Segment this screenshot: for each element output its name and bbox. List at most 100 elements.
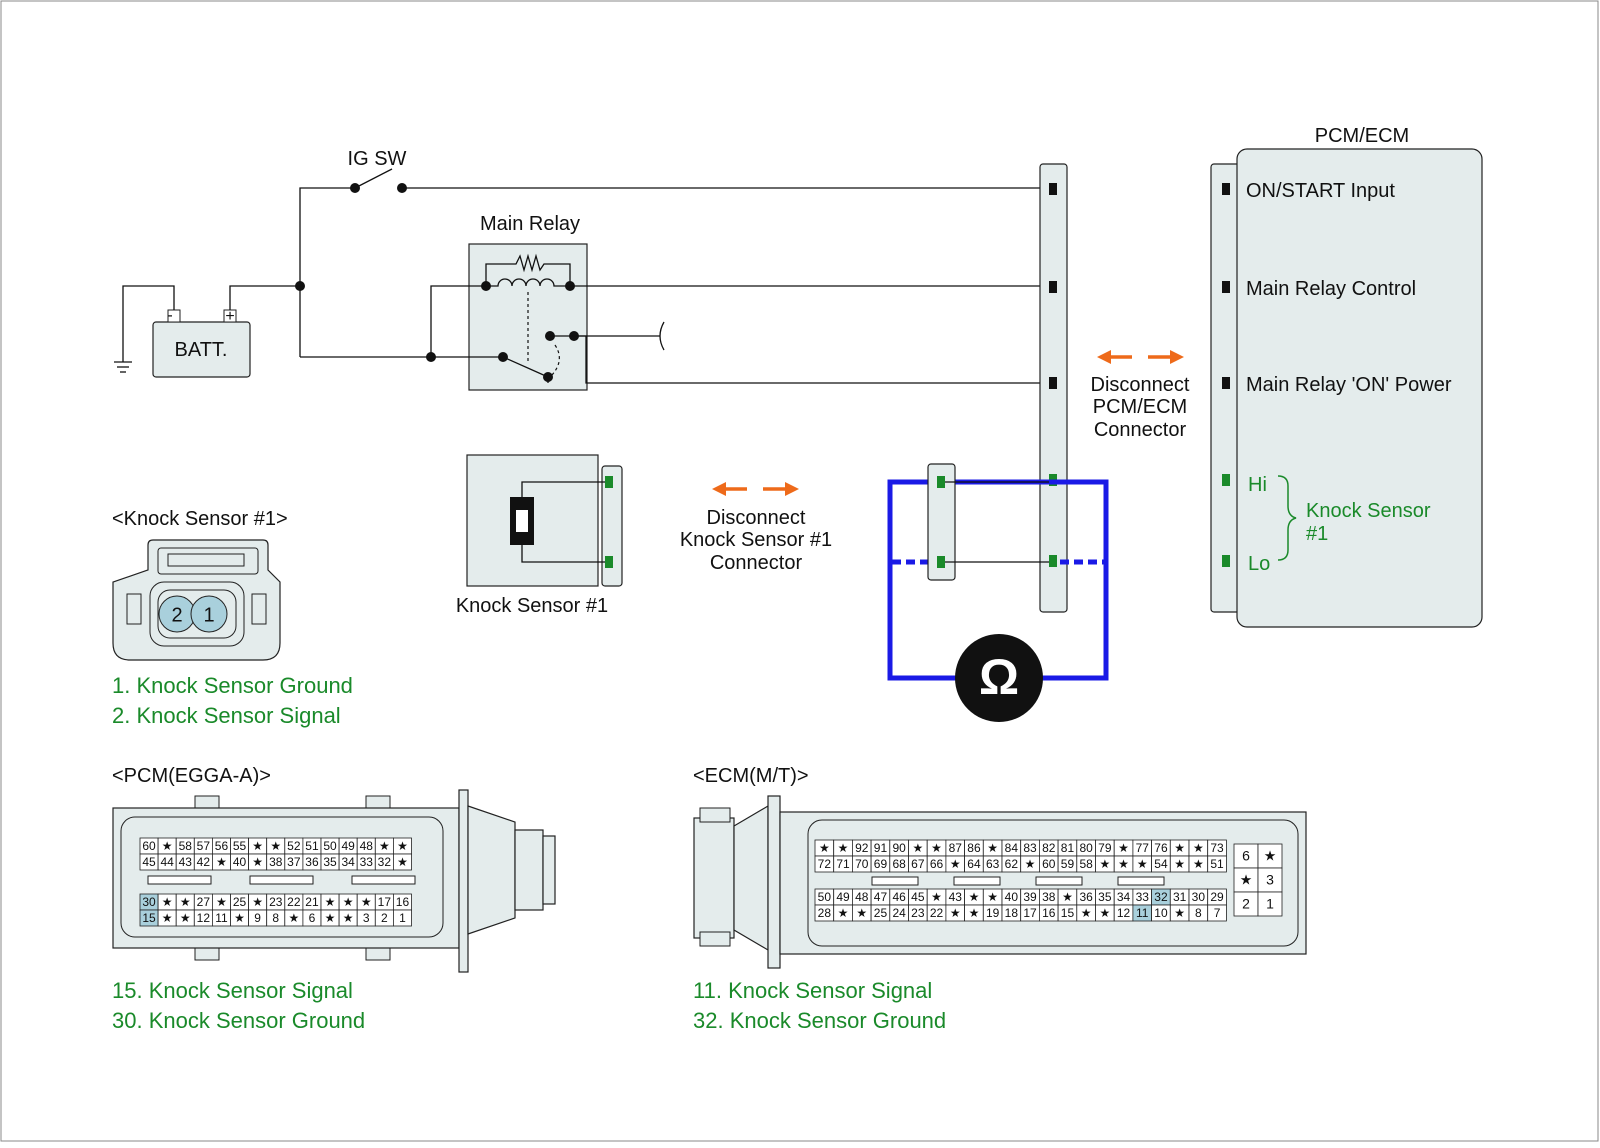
ecm-pin-label: 84	[1005, 841, 1019, 855]
pcm-pin-label: 33	[360, 855, 374, 869]
ecm-pin-label: 49	[836, 890, 850, 904]
pcm-pin-label: 3	[363, 911, 370, 925]
ecm-pin-label: 63	[986, 857, 1000, 871]
pcm-pin-label: 48	[360, 839, 374, 853]
disconnect-ks-line2: Knock Sensor #1	[680, 529, 832, 551]
ecm-pin-label: 87	[949, 841, 963, 855]
ecm-pin-label: 16	[1042, 906, 1056, 920]
pcm-pin-label: 60	[142, 839, 156, 853]
pcm-pin-cell	[392, 909, 412, 927]
pcm-pin-label: 22	[287, 895, 301, 909]
knock-pin-2: 2	[171, 604, 182, 626]
pcm-pin-label: 34	[341, 855, 355, 869]
ecm-pin-label: 33	[1136, 890, 1150, 904]
knock-sensor-number: #1	[1306, 523, 1328, 545]
ecm-pin-label: 12	[1117, 906, 1131, 920]
ecm-legend-1: 11. Knock Sensor Signal	[693, 978, 932, 1003]
ecm-pin-label: ★	[1174, 906, 1185, 920]
pcm-pin-label: 57	[197, 839, 211, 853]
ig-sw-label: IG SW	[348, 148, 407, 170]
main-relay-on-power-label: Main Relay 'ON' Power	[1246, 374, 1452, 396]
pcm-pin-label: ★	[379, 839, 390, 853]
pcm-pin-label: 25	[233, 895, 247, 909]
ecm-side-pin-cell	[1233, 867, 1259, 893]
pcm-pin-label: ★	[162, 911, 173, 925]
pcm-pin-label: 58	[179, 839, 193, 853]
ecm-pin-label: 25	[874, 906, 888, 920]
pcm-pin-label: ★	[343, 895, 354, 909]
pcm-pin-label: 9	[254, 911, 261, 925]
pcm-pin-label: 15	[142, 911, 156, 925]
ecm-pin-label: 86	[967, 841, 981, 855]
pcm-pin-label: 27	[197, 895, 211, 909]
knock-sensor-label: Knock Sensor	[1306, 500, 1431, 522]
hi-lo-brace	[1277, 475, 1297, 561]
ecm-side-pin-label: 3	[1266, 872, 1274, 888]
ecm-pin-label: 91	[874, 841, 888, 855]
ecm-pin-label: ★	[1025, 857, 1036, 871]
ecm-pin-label: 51	[1210, 857, 1224, 871]
lo-label: Lo	[1248, 553, 1270, 575]
pcm-pin-label: 55	[233, 839, 247, 853]
pcm-pin-label: 52	[287, 839, 301, 853]
ecm-pin-label: ★	[969, 906, 980, 920]
ecm-legend-2: 32. Knock Sensor Ground	[693, 1008, 946, 1033]
main-relay-control-label: Main Relay Control	[1246, 278, 1416, 300]
pcm-pin-label: ★	[216, 895, 227, 909]
pcm-pin-label: 44	[160, 855, 174, 869]
ecm-pin-cell	[1207, 904, 1227, 922]
disconnect-pcm-line3: Connector	[1094, 419, 1187, 441]
ecm-pin-label: 24	[892, 906, 906, 920]
ecm-pin-label: ★	[1193, 857, 1204, 871]
pcm-legend-1: 15. Knock Sensor Signal	[112, 978, 353, 1003]
ecm-side-pin-cell	[1257, 891, 1283, 917]
knock-sensor-device-label: Knock Sensor #1	[456, 595, 608, 617]
disconnect-ks-arrows: Disconnect Knock Sensor #1 Connector	[680, 482, 832, 574]
pcm-pin-label: ★	[325, 895, 336, 909]
knock-pin-1: 1	[203, 604, 214, 626]
pcm-pin-label: ★	[216, 855, 227, 869]
knock-legend-2: 2. Knock Sensor Signal	[112, 703, 341, 728]
ecm-pin-label: 48	[855, 890, 869, 904]
ecm-pin-label: 81	[1061, 841, 1075, 855]
ecm-pin-label: ★	[1174, 841, 1185, 855]
pcm-pin-label: ★	[397, 839, 408, 853]
pcm-pin-label: ★	[270, 839, 281, 853]
ecm-pin-label: 73	[1210, 841, 1224, 855]
pcm-pin-label: ★	[180, 911, 191, 925]
ig-switch: IG SW	[348, 148, 407, 193]
ecm-pin-label: 29	[1210, 890, 1224, 904]
pcm-pin-label: 2	[381, 911, 388, 925]
ecm-side-pin-cell	[1257, 843, 1283, 869]
pcm-pin-label: ★	[252, 895, 263, 909]
pcm-pin-cell	[392, 853, 412, 871]
ecm-pin-label: 76	[1154, 841, 1168, 855]
relay-wiring	[426, 285, 1052, 384]
ecm-pin-label: ★	[950, 857, 961, 871]
ecm-pin-label: ★	[987, 890, 998, 904]
ecm-pin-label: 7	[1214, 906, 1221, 920]
on-start-input-label: ON/START Input	[1246, 180, 1395, 202]
ecm-side-pin-label: 1	[1266, 896, 1274, 912]
ecm-pin-label: 71	[836, 857, 850, 871]
pcm-pin-label: 23	[269, 895, 283, 909]
pcm-pin-label: 35	[323, 855, 337, 869]
ecm-pin-label: ★	[856, 906, 867, 920]
ecm-pin-label: ★	[1099, 906, 1110, 920]
pcm-pin-label: 50	[323, 839, 337, 853]
main-relay-label: Main Relay	[480, 213, 580, 235]
ecm-pin-label: 59	[1061, 857, 1075, 871]
pcm-pin-label: 11	[215, 911, 228, 925]
ecm-pin-label: 11	[1136, 906, 1149, 920]
pcm-pin-label: 17	[378, 895, 392, 909]
ecm-pin-label: 38	[1042, 890, 1056, 904]
ecm-pin-label: 80	[1079, 841, 1093, 855]
pcm-pin-label: ★	[162, 895, 173, 909]
ecm-pin-label: 43	[949, 890, 963, 904]
pcm-pin-label: 56	[215, 839, 229, 853]
